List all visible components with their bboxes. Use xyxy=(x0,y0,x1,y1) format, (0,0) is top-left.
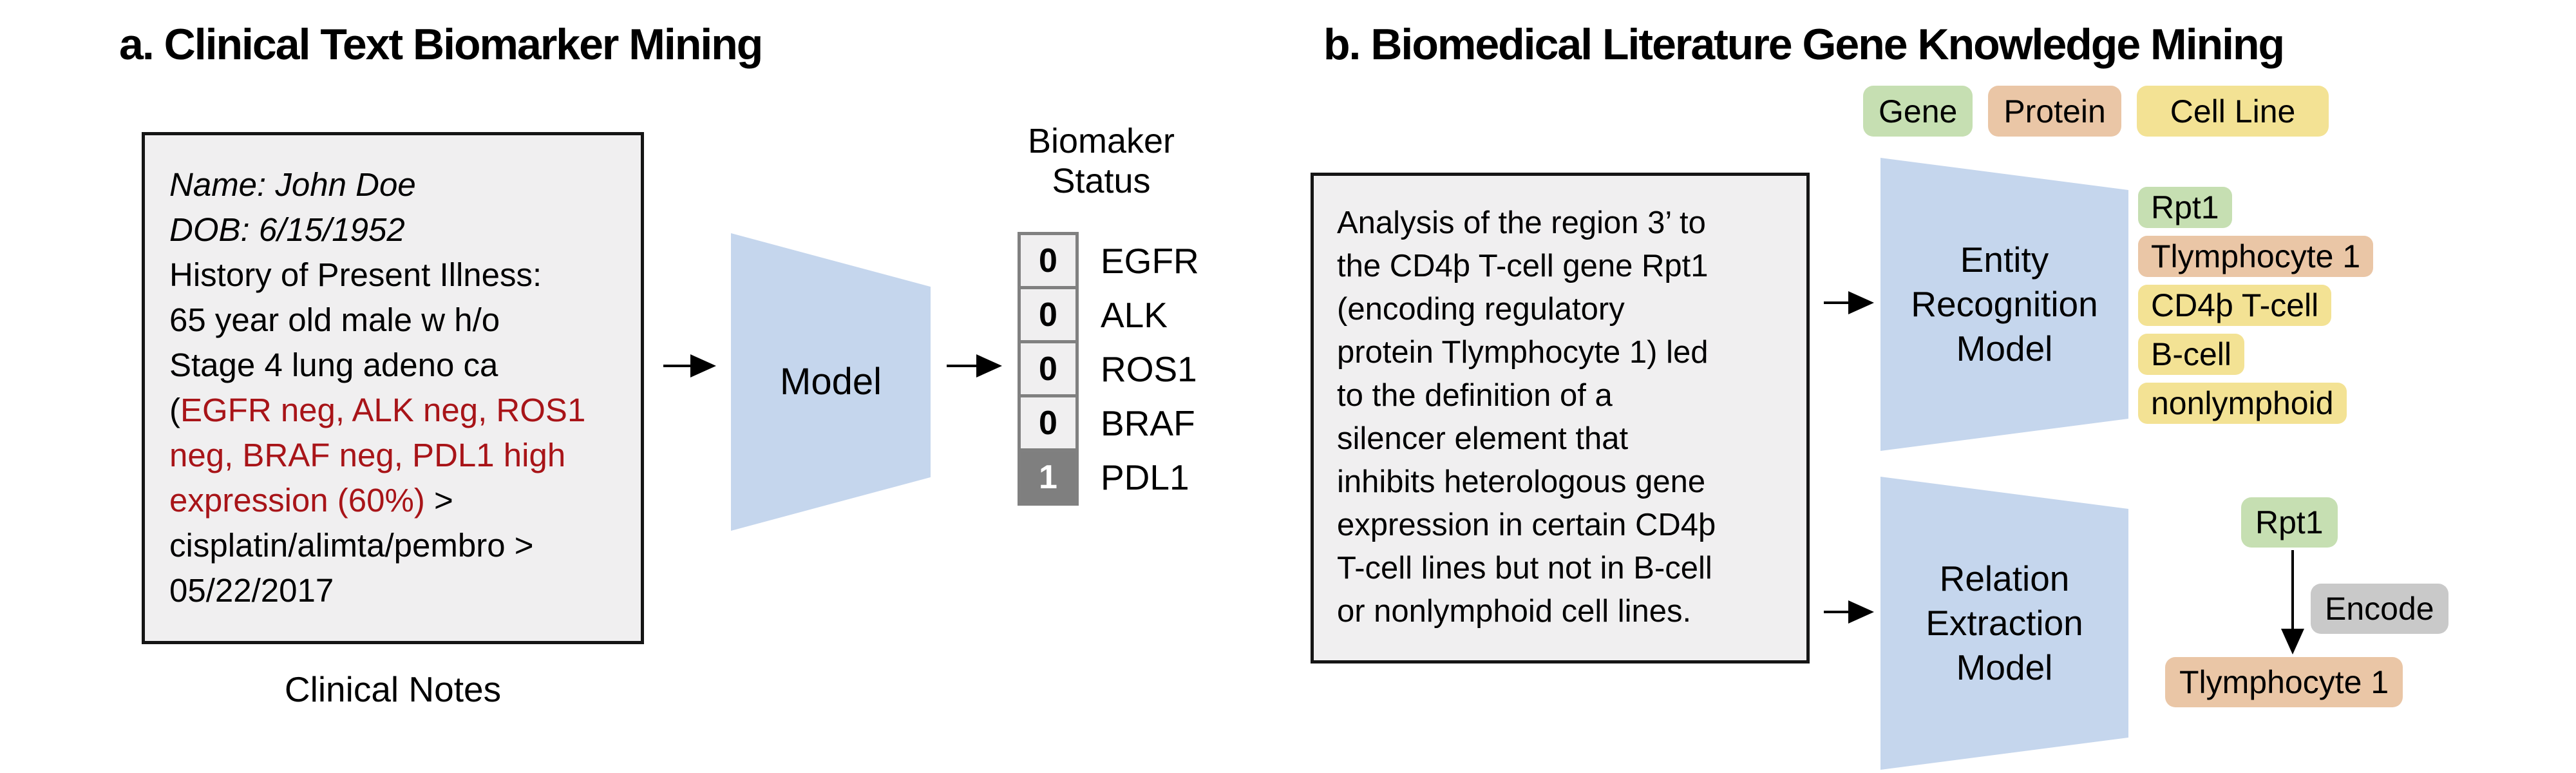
clinical-notes-caption: Clinical Notes xyxy=(284,669,502,709)
entity-chip: Rpt1 xyxy=(2138,187,2232,228)
entity-chip: CD4þ T-cell xyxy=(2138,285,2332,326)
relation-head-entity-chip: Rpt1 xyxy=(2241,497,2338,548)
legend-chip-gene: Gene xyxy=(1863,86,1973,137)
entity-recognition-model-label: Entity Recognition Model xyxy=(1911,240,2098,368)
biomarker-status-header: Biomaker Status xyxy=(1027,122,1175,200)
biomarker-value-cell: 0 xyxy=(1018,232,1079,289)
relation-extraction-model-label: Relation Extraction Model xyxy=(1926,558,2083,687)
biomarker-name-label: PDL1 xyxy=(1101,457,1189,497)
biomarker-name-label: ALK xyxy=(1101,294,1168,335)
entity-recognition-model-trapezoid: Entity Recognition Model xyxy=(1880,158,2128,451)
entity-chip: nonlymphoid xyxy=(2138,383,2347,424)
note-segment-history: History of Present Illness: 65 year old … xyxy=(169,256,542,428)
table-row: 1 PDL1 xyxy=(1018,448,1199,506)
relation-tail-entity-chip: Tlymphocyte 1 xyxy=(2165,657,2403,707)
legend-chip-cell-line: Cell Line xyxy=(2136,86,2329,137)
biomarker-name-label: EGFR xyxy=(1101,240,1199,281)
biomarker-value-cell: 0 xyxy=(1018,286,1079,343)
entity-chip: B-cell xyxy=(2138,334,2245,375)
note-segment-treatment: > cisplatin/alimta/pembro > 05/22/2017 xyxy=(169,482,534,609)
table-row: 0 EGFR xyxy=(1018,232,1199,289)
table-row: 0 BRAF xyxy=(1018,394,1199,452)
biomarker-name-label: BRAF xyxy=(1101,403,1195,443)
clinical-notes-box: Name: John Doe DOB: 6/15/1952 History of… xyxy=(142,132,644,644)
note-segment-demographics: Name: John Doe DOB: 6/15/1952 xyxy=(169,166,416,248)
biomarker-status-table: 0 EGFR 0 ALK 0 ROS1 0 BRAF 1 PDL1 xyxy=(1018,232,1199,506)
relation-extraction-model-trapezoid: Relation Extraction Model xyxy=(1880,477,2128,770)
panel-a-title: a. Clinical Text Biomarker Mining xyxy=(119,20,763,69)
entity-chip: Tlymphocyte 1 xyxy=(2138,236,2374,277)
table-row: 0 ROS1 xyxy=(1018,340,1199,397)
legend-chip-protein: Protein xyxy=(1988,86,2121,137)
table-row: 0 ALK xyxy=(1018,286,1199,343)
biomarker-value-cell: 0 xyxy=(1018,394,1079,452)
entity-type-legend: Gene Protein Cell Line xyxy=(1863,86,2329,137)
recognized-entities-list: Rpt1 Tlymphocyte 1 CD4þ T-cell B-cell no… xyxy=(2138,187,2374,424)
model-label: Model xyxy=(780,360,882,403)
biomarker-value-cell: 0 xyxy=(1018,340,1079,397)
model-trapezoid: Model xyxy=(731,233,931,531)
note-segment-biomarkers: EGFR neg, ALK neg, ROS1 neg, BRAF neg, P… xyxy=(169,392,586,519)
panel-b-title: b. Biomedical Literature Gene Knowledge … xyxy=(1323,20,2285,69)
relation-type-chip: Encode xyxy=(2311,584,2448,634)
biomarker-value-cell: 1 xyxy=(1018,448,1079,506)
biomarker-name-label: ROS1 xyxy=(1101,348,1197,389)
literature-abstract-box: Analysis of the region 3’ to the CD4þ T-… xyxy=(1311,173,1810,663)
